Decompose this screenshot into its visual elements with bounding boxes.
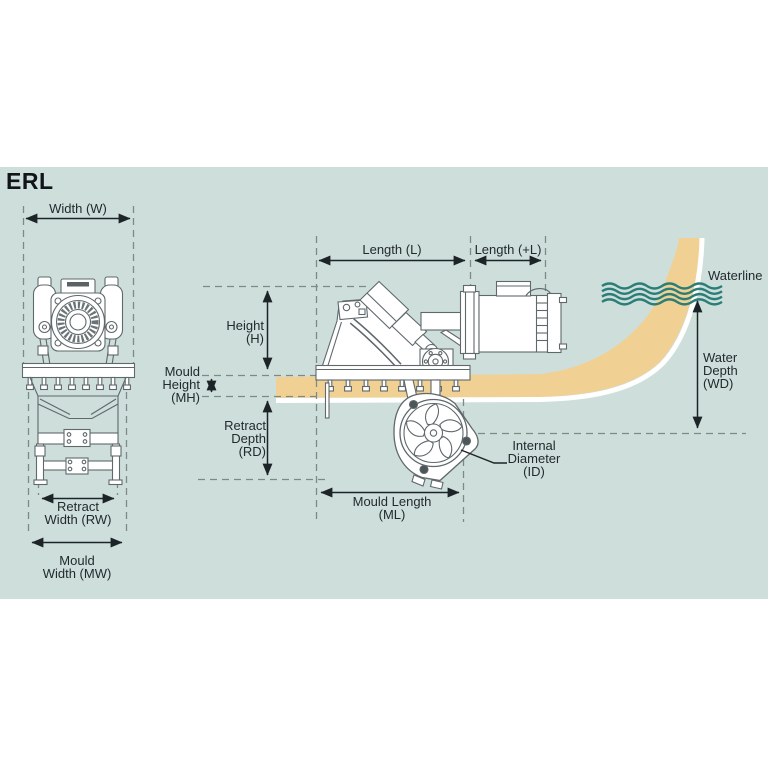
propeller bbox=[393, 392, 479, 490]
dim-label-mould-length: Mould Length (ML) bbox=[352, 494, 432, 522]
page-title: ERL bbox=[6, 168, 54, 194]
dim-label-waterline: Waterline bbox=[708, 268, 763, 283]
dim-label-length-plus: Length (+L) bbox=[474, 242, 542, 257]
dim-label-retract-width: Retract Width (RW) bbox=[44, 499, 112, 527]
dimension-guides bbox=[22, 206, 746, 536]
brand-plate bbox=[67, 282, 89, 287]
dim-label-water-depth: Water Depth (WD) bbox=[703, 350, 738, 391]
front-view-drawing bbox=[21, 276, 136, 486]
motor-face bbox=[50, 294, 106, 350]
dim-label-length: Length (L) bbox=[362, 242, 422, 257]
hull-outline bbox=[275, 237, 705, 403]
dim-label-internal-diameter: Internal Diameter (ID) bbox=[507, 438, 561, 479]
electric-motor bbox=[478, 280, 568, 354]
waterline-waves bbox=[601, 282, 723, 306]
side-view-drawing bbox=[315, 280, 568, 490]
deck-bolts bbox=[326, 379, 460, 392]
retract-frame bbox=[33, 428, 123, 486]
hull-cross-section bbox=[275, 237, 705, 403]
propeller-blades bbox=[405, 403, 463, 459]
dim-label-width: Width (W) bbox=[49, 201, 107, 216]
dim-label-mould-height: Mould Height (MH) bbox=[162, 364, 200, 405]
dimension-arrows bbox=[25, 213, 703, 548]
flange-bolts bbox=[26, 376, 131, 391]
dim-label-mould-width: Mould Width (MW) bbox=[42, 553, 112, 581]
bulkhead-plate bbox=[459, 284, 480, 360]
dim-label-retract-depth: Retract Depth (RD) bbox=[224, 418, 266, 459]
mould-funnel bbox=[29, 377, 127, 444]
dim-label-height: Height (H) bbox=[226, 318, 264, 346]
id-leader-line bbox=[460, 449, 507, 464]
